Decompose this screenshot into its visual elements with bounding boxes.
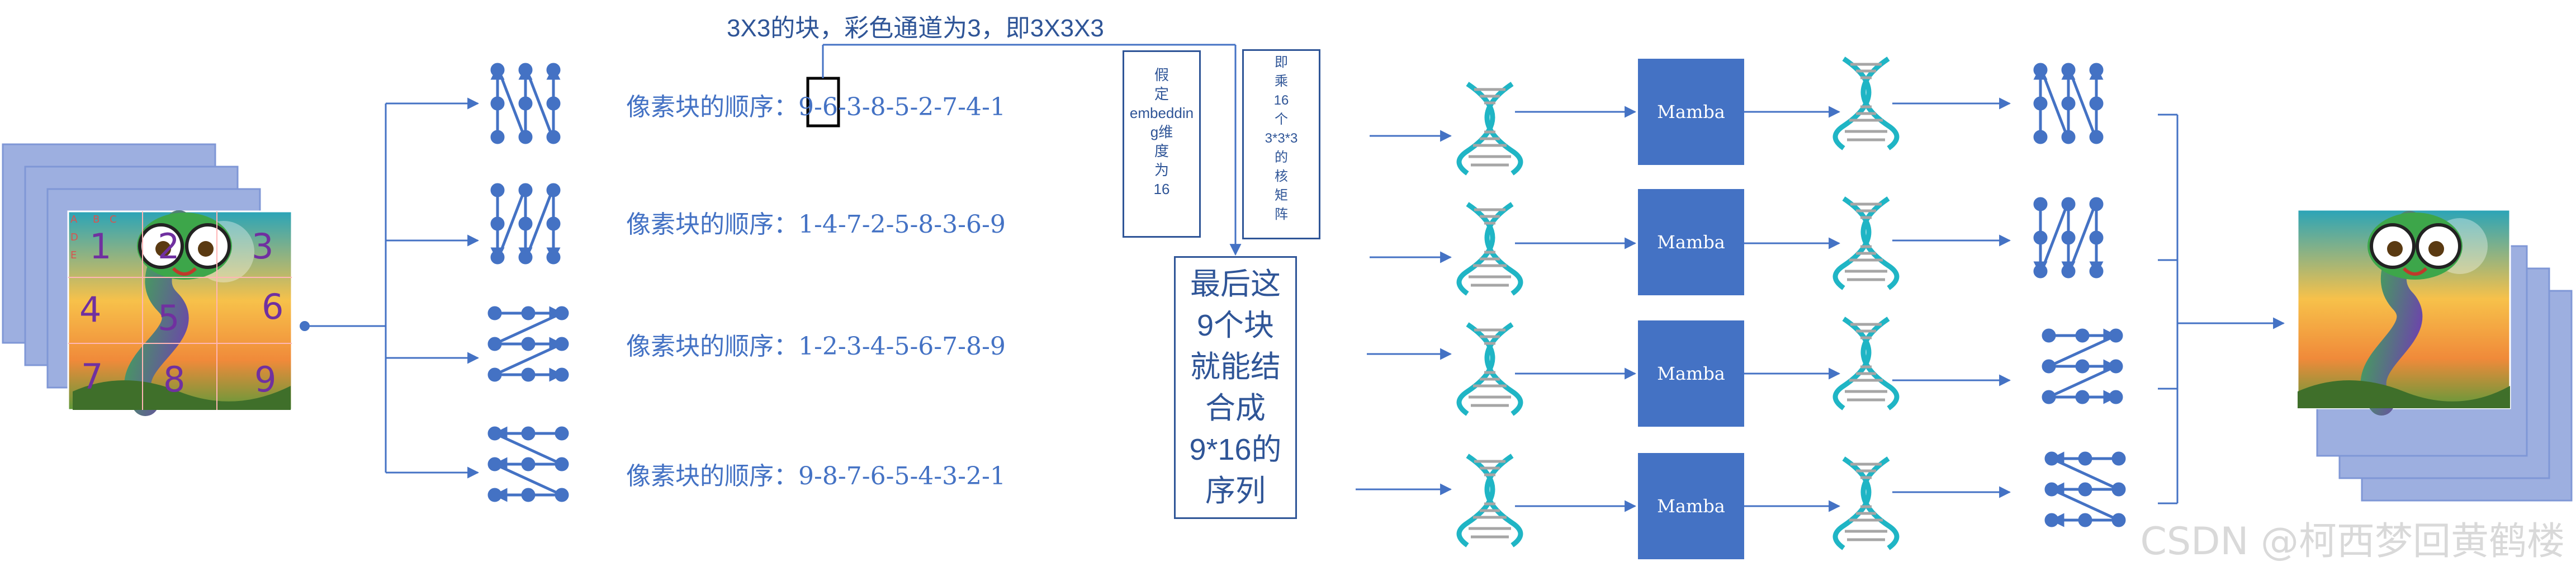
dna-icon xyxy=(1835,59,1897,148)
scan-pattern-col-top-down xyxy=(492,185,559,263)
scan-order-label: 像素块的顺序：9-8-7-6-5-4-3-2-1 xyxy=(626,456,1006,492)
note-line: 定 xyxy=(1124,84,1199,103)
input-image-stack: A B C D E 1 2 3 4 5 6 7 8 9 xyxy=(3,144,292,410)
mamba-block: Mamba xyxy=(1638,320,1744,427)
note-line: 核 xyxy=(1244,167,1319,186)
watermark: CSDN @柯西梦回黄鹤楼 xyxy=(2141,510,2565,565)
mamba-block: Mamba xyxy=(1638,59,1744,165)
note-line: 9*16的 xyxy=(1176,429,1295,470)
note-line: 序列 xyxy=(1176,470,1295,512)
grid-number: 6 xyxy=(262,286,283,327)
scan-pattern-out-1 xyxy=(2035,64,2102,143)
snake-image-right xyxy=(2298,210,2510,408)
grid-number: 3 xyxy=(252,226,273,267)
note-line: 16 xyxy=(1124,180,1199,199)
split-connector xyxy=(300,103,478,473)
grid-number: 9 xyxy=(254,359,276,400)
grid-letter: C xyxy=(110,214,117,225)
note-line: 16 xyxy=(1244,91,1319,110)
grid-letter: B xyxy=(93,214,100,225)
note-line: embeddin xyxy=(1124,103,1199,122)
grid-letter: D xyxy=(70,232,78,243)
grid-number: 8 xyxy=(163,359,185,400)
note-line: 3*3*3 xyxy=(1244,129,1319,148)
merge-connector xyxy=(2158,115,2284,503)
final-sequence-note: 最后这 9个块 就能结 合成 9*16的 序列 xyxy=(1174,256,1297,519)
note-line: g维 xyxy=(1124,122,1199,141)
dna-icon xyxy=(1459,204,1521,294)
scan-pattern-out-2 xyxy=(2035,199,2102,277)
note-line: 个 xyxy=(1244,110,1319,129)
grid-number: 1 xyxy=(89,226,111,267)
scan-pattern-out-4 xyxy=(2046,453,2124,526)
note-line: 度 xyxy=(1124,141,1199,161)
grid-number: 2 xyxy=(158,226,179,267)
note-line: 最后这 xyxy=(1176,263,1295,305)
grid-number: 4 xyxy=(79,289,101,330)
kernel-note: 即 乘 16 个 3*3*3 的 核 矩 阵 xyxy=(1242,49,1320,239)
embedding-note: 假 定 embeddin g维 度 为 16 xyxy=(1123,50,1201,238)
note-line: 9个块 xyxy=(1176,305,1295,346)
note-line: 矩 xyxy=(1244,186,1319,205)
grid-letter: E xyxy=(70,249,77,261)
scan-pattern-out-3 xyxy=(2043,330,2122,403)
note-line: 假 xyxy=(1124,65,1199,84)
note-line: 为 xyxy=(1124,161,1199,180)
scan-pattern-col-bottom-up xyxy=(492,64,559,143)
grid-number: 5 xyxy=(158,298,179,338)
note-line: 就能结 xyxy=(1176,346,1295,388)
dna-icon xyxy=(1835,199,1897,288)
note-line: 的 xyxy=(1244,148,1319,167)
note-line: 乘 xyxy=(1244,72,1319,91)
grid-number: 7 xyxy=(81,356,103,397)
note-line: 即 xyxy=(1244,53,1319,72)
output-image-stack xyxy=(2298,210,2572,501)
scan-order-label: 像素块的顺序：1-2-3-4-5-6-7-8-9 xyxy=(626,326,1006,362)
grid-letter: A xyxy=(70,214,78,225)
scan-pattern-row-forward xyxy=(489,308,567,380)
top-annotation: 3X3的块，彩色通道为3，即3X3X3 xyxy=(727,8,1104,44)
dna-icon xyxy=(1459,84,1521,173)
scan-order-label: 像素块的顺序：9-6-3-8-5-2-7-4-1 xyxy=(626,87,1006,122)
mamba-block: Mamba xyxy=(1638,453,1744,559)
note-line: 阵 xyxy=(1244,205,1319,224)
dna-icon xyxy=(1835,319,1897,408)
scan-order-label: 像素块的顺序：1-4-7-2-5-8-3-6-9 xyxy=(626,204,1006,240)
dna-icon xyxy=(1835,459,1897,548)
dna-icon xyxy=(1459,324,1521,414)
scan-pattern-row-reverse xyxy=(489,428,567,501)
mamba-block: Mamba xyxy=(1638,189,1744,295)
dna-icon xyxy=(1459,456,1521,545)
note-line: 合成 xyxy=(1176,388,1295,429)
